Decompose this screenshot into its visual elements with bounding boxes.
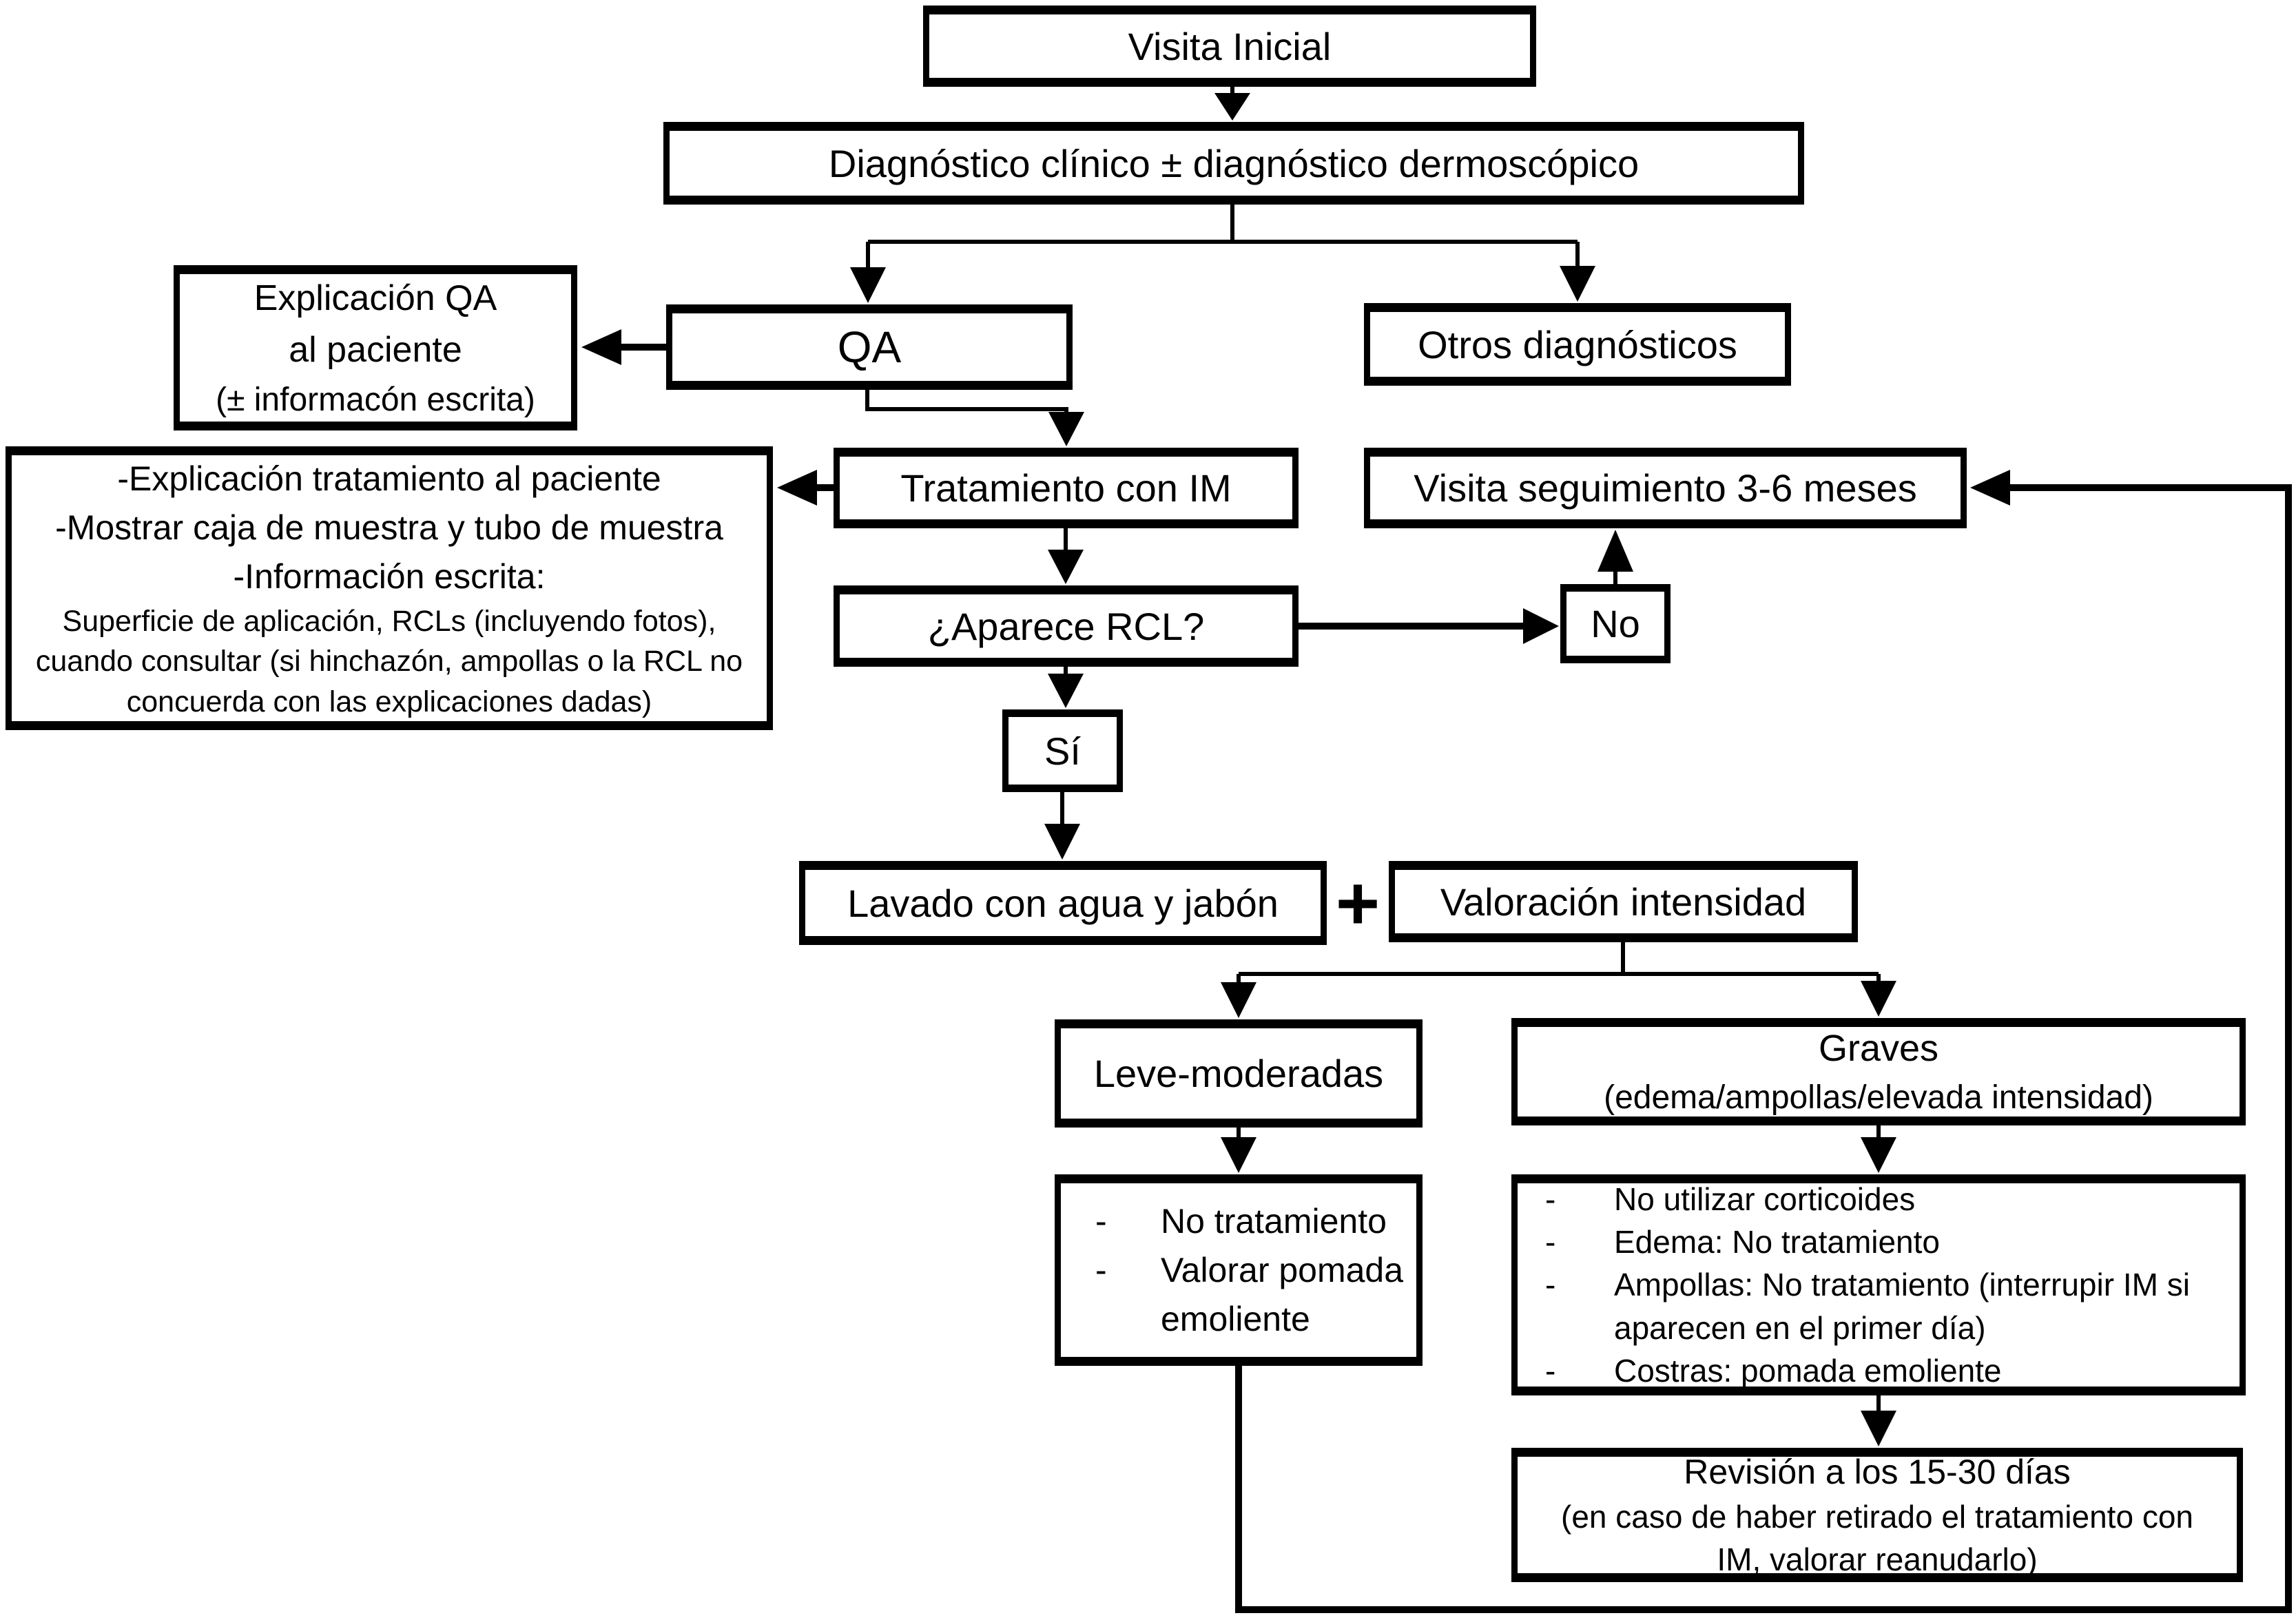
bullet-text: Costras: pomada emoliente: [1614, 1352, 2002, 1389]
node-explicacion-qa: Explicación QA al paciente (± informacón…: [174, 265, 577, 430]
node-label-line: (± informacón escrita): [216, 381, 535, 418]
arrow-tratamiento-to-info: [777, 470, 834, 506]
node-valoracion: Valoración intensidad: [1389, 861, 1858, 942]
node-sublabel-line: concuerda con las explicaciones dadas): [126, 685, 652, 718]
node-label: No: [1591, 602, 1640, 645]
node-leve-detalle: - No tratamiento - Valorar pomada emolie…: [1055, 1174, 1423, 1366]
arrow-aparece-to-no: [1299, 608, 1559, 644]
node-tratamiento-im: Tratamiento con IM: [834, 448, 1299, 528]
bullet-dash: -: [1545, 1181, 1556, 1218]
bullet-list: - No utilizar corticoides - Edema: No tr…: [1518, 1178, 2240, 1391]
node-label: Otros diagnósticos: [1418, 322, 1737, 366]
arrow-qa-to-explicacion: [581, 329, 666, 365]
node-label: ¿Aparece RCL?: [927, 604, 1205, 648]
bullet-text: No utilizar corticoides: [1614, 1181, 1916, 1218]
list-item: - Ampollas: No tratamiento (interrupir I…: [1518, 1263, 2240, 1349]
split-valoracion: [1221, 942, 1896, 1018]
node-label-line: -Explicación tratamiento al paciente: [117, 459, 661, 498]
node-aparece-rcl: ¿Aparece RCL?: [834, 585, 1299, 667]
node-label: Visita Inicial: [1128, 24, 1332, 68]
bullet-text: Edema: No tratamiento: [1614, 1224, 1941, 1260]
node-title: Graves: [1818, 1027, 1939, 1069]
node-label-line: -Información escrita:: [233, 557, 546, 596]
bullet-dash: -: [1545, 1352, 1556, 1389]
node-label: QA: [837, 322, 902, 372]
node-label: Valoración intensidad: [1440, 880, 1807, 924]
arrow-tratamiento-to-aparece: [1048, 528, 1084, 584]
arrow-no-to-visita-seguimiento: [1597, 530, 1633, 584]
node-leve-moderadas: Leve-moderadas: [1055, 1019, 1423, 1128]
list-item: - No tratamiento: [1061, 1197, 1416, 1246]
arrow-leve-to-detalle: [1221, 1128, 1256, 1173]
list-item: - Valorar pomada emoliente: [1061, 1246, 1416, 1344]
split-diagnostico: [850, 205, 1595, 303]
bullet-dash: -: [1095, 1250, 1107, 1289]
node-info-tratamiento: -Explicación tratamiento al paciente -Mo…: [6, 446, 773, 730]
node-sublabel-line: cuando consultar (si hinchazón, ampollas…: [35, 645, 743, 678]
node-revision: Revisión a los 15-30 días (en caso de ha…: [1511, 1448, 2243, 1582]
node-label: Leve-moderadas: [1093, 1052, 1384, 1095]
arrow-si-to-lavado: [1044, 792, 1080, 860]
arrow-visita-to-diagnostico: [1214, 87, 1250, 121]
node-qa: QA: [666, 304, 1073, 390]
node-label: Visita seguimiento 3-6 meses: [1414, 466, 1917, 510]
node-visita-seguimiento: Visita seguimiento 3-6 meses: [1364, 448, 1967, 528]
list-item: - No utilizar corticoides: [1518, 1178, 2240, 1221]
node-label: Tratamiento con IM: [900, 466, 1232, 510]
arrow-aparece-to-si: [1048, 667, 1084, 708]
node-label-line: Explicación QA: [254, 278, 497, 319]
node-label-line: (en caso de haber retirado el tratamient…: [1561, 1499, 2193, 1535]
bullet-text: Valorar pomada emoliente: [1161, 1250, 1404, 1338]
arrow-qa-to-tratamiento: [865, 390, 1084, 446]
node-lavado: Lavado con agua y jabón: [799, 861, 1327, 945]
bullet-dash: -: [1545, 1267, 1556, 1303]
node-sublabel-line: Superficie de aplicación, RCLs (incluyen…: [62, 604, 716, 638]
bullet-text: Ampollas: No tratamiento (interrupir IM …: [1614, 1267, 2190, 1346]
arrow-graves-to-detalle: [1861, 1125, 1896, 1173]
list-item: - Costras: pomada emoliente: [1518, 1349, 2240, 1392]
node-subtitle: (edema/ampollas/elevada intensidad): [1604, 1079, 2153, 1117]
plus-sign: +: [1335, 860, 1380, 946]
bullet-dash: -: [1095, 1201, 1107, 1240]
node-graves-detalle: - No utilizar corticoides - Edema: No tr…: [1511, 1174, 2246, 1395]
node-visita-inicial: Visita Inicial: [923, 6, 1536, 87]
bullet-text: No tratamiento: [1161, 1201, 1387, 1240]
node-label-line: IM, valorar reanudarlo): [1717, 1541, 2038, 1578]
node-label-line: -Mostrar caja de muestra y tubo de muest…: [55, 508, 723, 547]
node-label: Sí: [1044, 729, 1081, 773]
bullet-list: - No tratamiento - Valorar pomada emolie…: [1061, 1197, 1416, 1344]
list-item: - Edema: No tratamiento: [1518, 1221, 2240, 1263]
node-si: Sí: [1002, 709, 1123, 792]
node-graves: Graves (edema/ampollas/elevada intensida…: [1511, 1018, 2246, 1125]
feedback-loop-to-visita-seguimiento: [1235, 470, 2292, 1613]
bullet-dash: -: [1545, 1224, 1556, 1260]
node-no: No: [1560, 584, 1671, 663]
arrow-detalle-to-revision: [1861, 1395, 1896, 1446]
node-label-line: al paciente: [289, 330, 462, 371]
node-diagnostico: Diagnóstico clínico ± diagnóstico dermos…: [663, 122, 1804, 205]
node-otros-diagnosticos: Otros diagnósticos: [1364, 303, 1791, 386]
node-label: Diagnóstico clínico ± diagnóstico dermos…: [828, 141, 1640, 185]
node-title: Revisión a los 15-30 días: [1684, 1452, 2071, 1491]
node-label: Lavado con agua y jabón: [847, 881, 1279, 925]
